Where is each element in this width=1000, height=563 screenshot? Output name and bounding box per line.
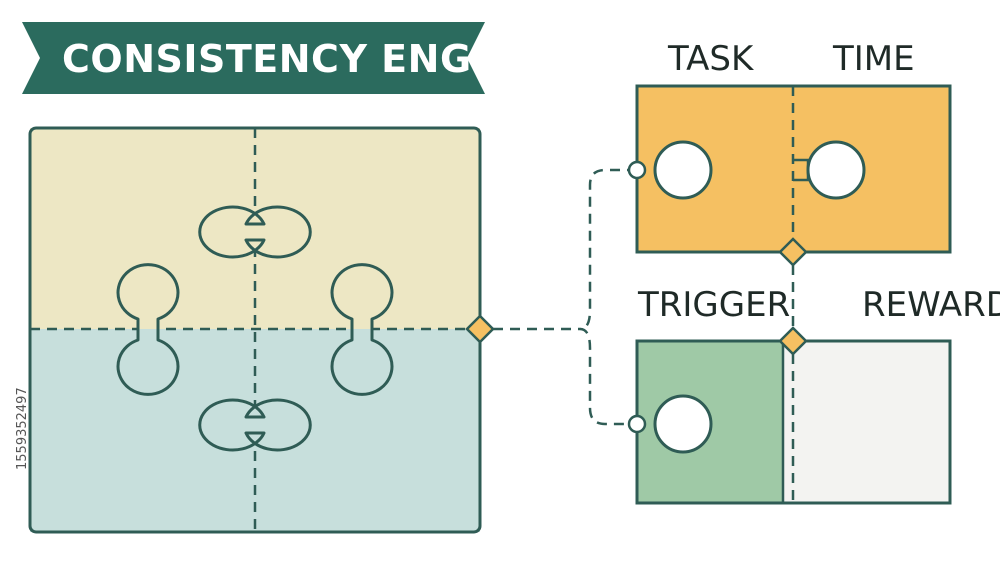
label-task: TASK bbox=[667, 39, 755, 79]
puzzle-connector-right-lower bbox=[332, 329, 393, 395]
task-time-block bbox=[627, 84, 952, 267]
puzzle-connector-top bbox=[198, 205, 312, 259]
watermark-id: 1559352497 bbox=[15, 387, 30, 470]
puzzle-connector-left-outline bbox=[116, 263, 180, 396]
puzzle-connector-bottom bbox=[198, 398, 312, 452]
trigger-node-circle bbox=[653, 394, 713, 454]
main-puzzle bbox=[28, 126, 495, 534]
task-node-circle bbox=[653, 140, 713, 200]
banner-title: CONSISTENCY ENGINE bbox=[62, 37, 545, 81]
trigger-reward-block bbox=[627, 326, 952, 505]
puzzle-diamond-node bbox=[465, 314, 495, 344]
label-trigger: TRIGGER bbox=[637, 285, 790, 325]
puzzle-connector-right-upper bbox=[332, 264, 392, 329]
connector-branch-line bbox=[579, 168, 637, 426]
label-reward: REWARD bbox=[862, 285, 1000, 325]
banner-ribbon bbox=[22, 22, 485, 94]
trigger-reward-diamond bbox=[778, 326, 808, 356]
puzzle-connector-right-outline bbox=[330, 263, 394, 396]
puzzle-connector-left-upper bbox=[118, 264, 178, 329]
puzzle-connector-left-lower bbox=[117, 329, 178, 395]
label-time: TIME bbox=[832, 39, 915, 79]
time-node-circle bbox=[806, 140, 866, 200]
task-input-port bbox=[627, 160, 647, 180]
trigger-input-port bbox=[627, 414, 647, 434]
connector-lines bbox=[493, 168, 637, 426]
title-banner: CONSISTENCY ENGINE bbox=[22, 22, 545, 94]
